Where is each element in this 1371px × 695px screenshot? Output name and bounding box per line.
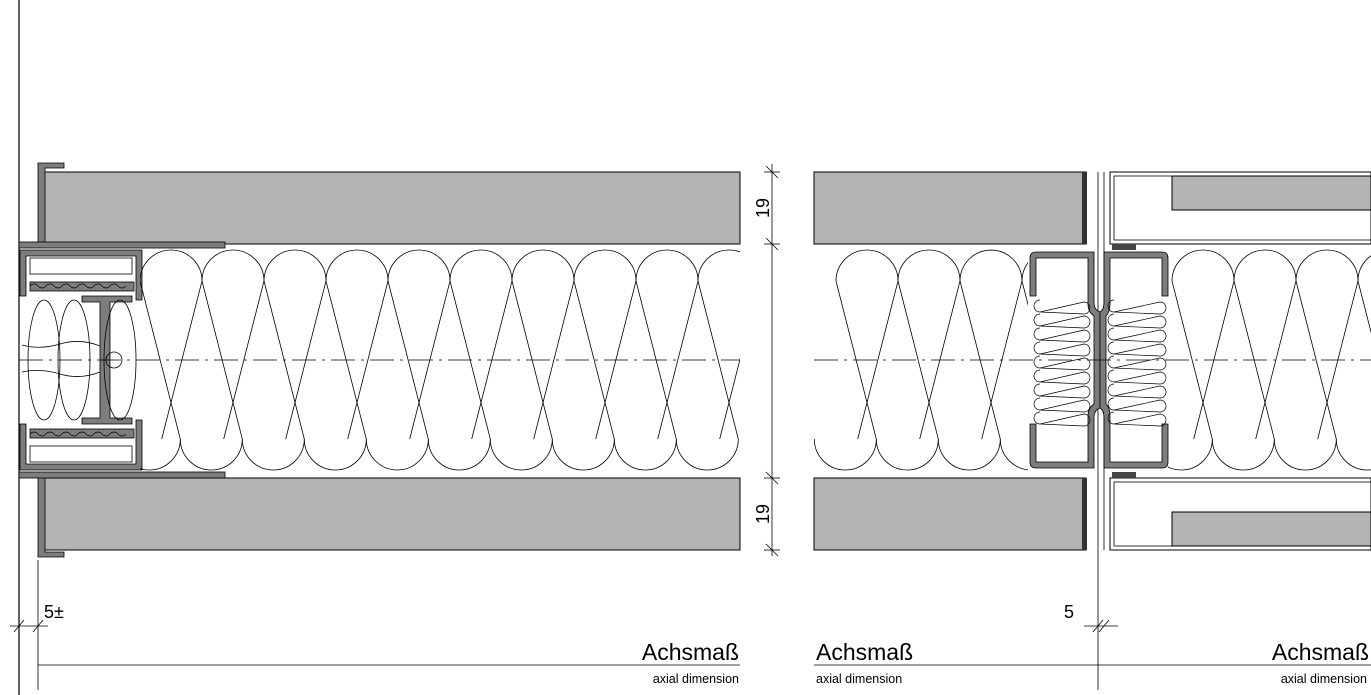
axial-title-left: Achsmaß [641, 639, 739, 665]
panel-bottom-middle [813, 477, 1087, 551]
frame-chamber-bottom [19, 419, 143, 471]
dimension-panel-bottom: 19 [753, 504, 773, 524]
frame-chamber-top [19, 249, 143, 301]
dimension-gap-left: 5± [44, 602, 64, 622]
stud-profile-left [1029, 251, 1101, 469]
dimension-gap-right: 5 [1064, 602, 1075, 622]
insulation-right [1168, 249, 1371, 471]
axial-title-right: Achsmaß [1271, 639, 1369, 665]
stud-insulation [1033, 299, 1167, 427]
rail-bottom [18, 471, 226, 479]
left-detail [10, 162, 780, 690]
door-infill-top [1171, 175, 1371, 211]
panel-bottom-left [39, 477, 741, 551]
axial-subtitle-middle: axial dimension [816, 672, 903, 686]
panel-top-left [39, 171, 741, 245]
right-detail [813, 171, 1371, 690]
axial-subtitle-left: axial dimension [652, 672, 739, 686]
door-infill-bottom [1171, 511, 1371, 547]
panel-top-middle [813, 171, 1087, 245]
dimension-panel-top: 19 [753, 198, 773, 218]
rail-top [18, 241, 226, 249]
axial-title-middle: Achsmaß [816, 639, 914, 665]
axial-subtitle-right: axial dimension [1280, 672, 1367, 686]
stud-profile-right [1099, 251, 1169, 469]
